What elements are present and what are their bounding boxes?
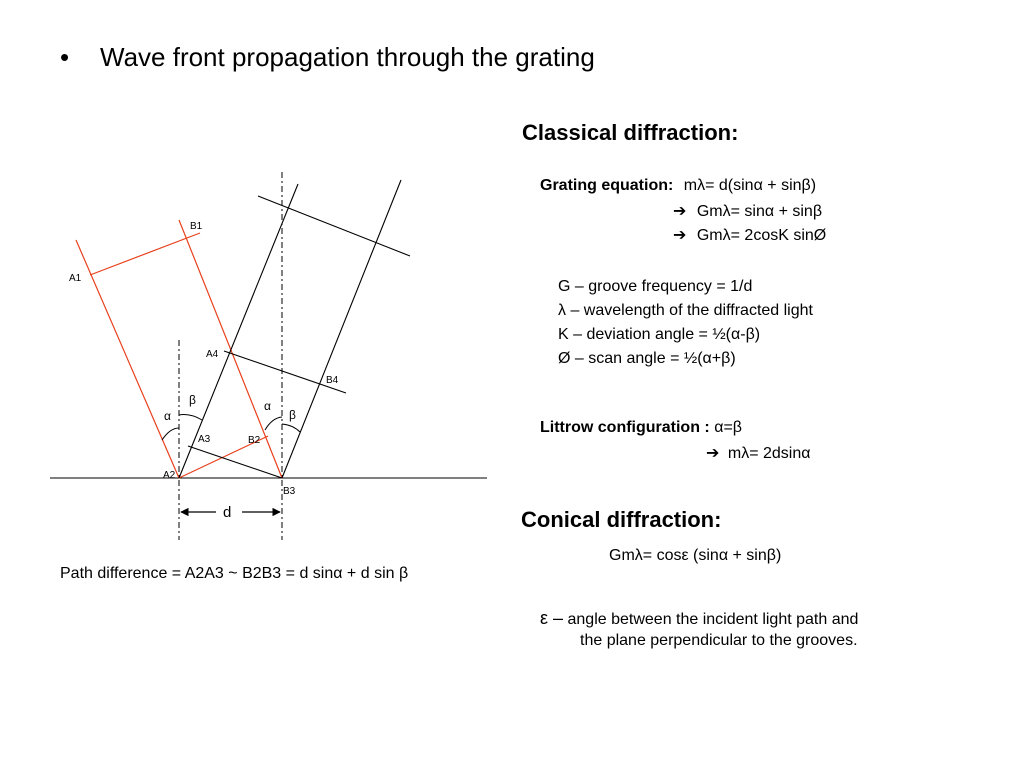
label-b2: B2 bbox=[248, 435, 261, 446]
epsilon-symbol: ε – bbox=[540, 608, 564, 628]
incident-wavefront-a2b2 bbox=[178, 435, 269, 479]
label-a2: A2 bbox=[163, 470, 176, 481]
beta-arc-left bbox=[178, 414, 203, 421]
diffracted-wavefront-a4b4 bbox=[223, 350, 347, 394]
littrow-line: Littrow configuration : α=β bbox=[540, 419, 742, 437]
grating-equation-eq1: mλ= d(sinα + sinβ) bbox=[683, 177, 817, 194]
arrow-icon: ➔ bbox=[706, 445, 720, 462]
epsilon-definition-line1: ε – angle between the incident light pat… bbox=[540, 608, 858, 629]
diffracted-ray-1 bbox=[178, 183, 299, 479]
definition-k: K – deviation angle = ½(α-β) bbox=[558, 326, 761, 343]
diffracted-wavefront-top bbox=[257, 195, 411, 257]
incident-wavefront-a1b1 bbox=[89, 232, 201, 276]
grating-equation-line: Grating equation: mλ= d(sinα + sinβ) bbox=[540, 177, 816, 195]
label-beta-right: β bbox=[289, 408, 296, 422]
littrow-result-line: ➔ mλ= 2dsinα bbox=[706, 443, 810, 463]
label-b1: B1 bbox=[190, 221, 203, 232]
title-bullet: • bbox=[60, 42, 70, 72]
label-a3: A3 bbox=[198, 434, 211, 445]
diffracted-wavefront-a3b3 bbox=[187, 445, 283, 479]
incident-ray-2 bbox=[178, 219, 283, 479]
definition-g: G – groove frequency = 1/d bbox=[558, 278, 753, 295]
epsilon-definition-text1: angle between the incident light path an… bbox=[567, 611, 859, 628]
definition-lambda: λ – wavelength of the diffracted light bbox=[558, 302, 813, 319]
label-b3: B3 bbox=[283, 486, 296, 497]
eq3-line: ➔ Gmλ= 2cosK sinØ bbox=[673, 225, 826, 245]
diffracted-ray-2 bbox=[281, 179, 402, 479]
littrow-condition: α=β bbox=[709, 419, 742, 436]
littrow-label: Littrow configuration : bbox=[540, 419, 710, 436]
grating-equation-eq2: Gmλ= sinα + sinβ bbox=[696, 203, 823, 220]
label-a1: A1 bbox=[69, 273, 82, 284]
littrow-result: mλ= 2dsinα bbox=[727, 445, 811, 462]
slide-title: Wave front propagation through the grati… bbox=[100, 42, 595, 72]
epsilon-definition-line2: the plane perpendicular to the grooves. bbox=[580, 632, 858, 649]
eq2-line: ➔ Gmλ= sinα + sinβ bbox=[673, 201, 822, 221]
alpha-arc-left bbox=[161, 427, 180, 441]
incident-ray-1 bbox=[75, 239, 180, 479]
grating-equation-eq3: Gmλ= 2cosK sinØ bbox=[696, 227, 827, 244]
conical-equation: Gmλ= cosε (sinα + sinβ) bbox=[609, 547, 782, 564]
label-a4: A4 bbox=[206, 349, 219, 360]
classical-heading: Classical diffraction: bbox=[522, 120, 739, 145]
arrow-icon: ➔ bbox=[673, 227, 687, 244]
grating-equation-label: Grating equation: bbox=[540, 177, 674, 194]
label-alpha-right: α bbox=[264, 399, 271, 413]
definition-phi: Ø – scan angle = ½(α+β) bbox=[558, 350, 736, 367]
label-d: d bbox=[223, 504, 231, 521]
label-beta-left: β bbox=[189, 393, 196, 407]
alpha-arc-right bbox=[264, 416, 283, 431]
path-difference-text: Path difference = A2A3 ~ B2B3 = d sinα +… bbox=[60, 565, 409, 582]
arrow-icon: ➔ bbox=[673, 203, 687, 220]
label-alpha-left: α bbox=[164, 409, 171, 423]
beta-arc-right bbox=[281, 423, 301, 433]
label-b4: B4 bbox=[326, 375, 339, 386]
conical-heading: Conical diffraction: bbox=[521, 507, 722, 532]
